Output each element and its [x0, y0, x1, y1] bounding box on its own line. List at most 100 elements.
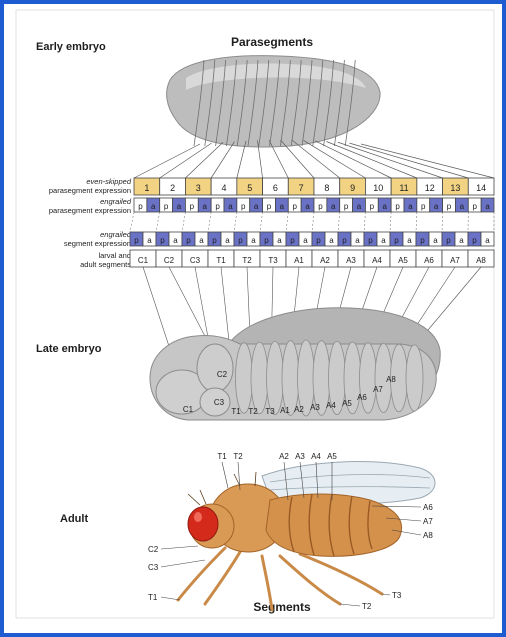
adult-label-top: T1: [217, 452, 227, 461]
adult-label-right: A8: [423, 531, 433, 540]
adult-label-left: T1: [148, 593, 158, 602]
late-embryo-segment: [360, 343, 377, 413]
letter-a: a: [277, 236, 282, 245]
letter-a: a: [305, 202, 310, 211]
letter-p: p: [290, 236, 295, 245]
adult-label-top: A2: [279, 452, 289, 461]
parasegment-number: 10: [373, 183, 383, 193]
adult-label-right: A7: [423, 517, 433, 526]
letter-a: a: [202, 202, 207, 211]
parasegment-number: 6: [273, 183, 278, 193]
parasegment-number: 9: [350, 183, 355, 193]
late-embryo-segment: [267, 341, 284, 414]
row-label-engrailed-para: engrailed: [100, 197, 132, 206]
adult-label-left: C2: [148, 545, 159, 554]
late-embryo-label: A8: [386, 375, 396, 384]
letter-a: a: [408, 202, 413, 211]
letter-a: a: [303, 236, 308, 245]
letter-p: p: [138, 202, 143, 211]
letter-a: a: [251, 236, 256, 245]
late-embryo-label: A2: [294, 405, 304, 414]
letter-p: p: [344, 202, 349, 211]
segment-name: T1: [216, 256, 226, 265]
parasegment-number: 12: [425, 183, 435, 193]
segment-name: C3: [190, 256, 201, 265]
row-label-segments: larval and: [98, 251, 131, 260]
letter-p: p: [134, 236, 139, 245]
late-embryo-segment: [236, 343, 253, 413]
letter-a: a: [177, 202, 182, 211]
segment-name: A6: [424, 256, 434, 265]
letter-p: p: [421, 202, 426, 211]
letter-p: p: [395, 202, 400, 211]
stage-label-late-embryo: Late embryo: [36, 343, 102, 355]
letter-a: a: [485, 236, 490, 245]
segment-name: C1: [138, 256, 149, 265]
letter-p: p: [472, 202, 477, 211]
late-embryo-label: A4: [326, 401, 336, 410]
segment-name: T2: [242, 256, 252, 265]
late-embryo-label: A6: [357, 393, 367, 402]
adult-label-top: A3: [295, 452, 305, 461]
fly-eye-highlight: [194, 512, 202, 522]
letter-a: a: [228, 202, 233, 211]
letter-a: a: [382, 202, 387, 211]
letter-p: p: [316, 236, 321, 245]
parasegment-number: 2: [170, 183, 175, 193]
letter-a: a: [357, 202, 362, 211]
row-label-segments-2: adult segments: [80, 260, 131, 269]
letter-a: a: [460, 202, 465, 211]
letter-p: p: [160, 236, 165, 245]
adult-label-top: A5: [327, 452, 337, 461]
row-label-engrailed-seg: engrailed: [100, 230, 132, 239]
letter-a: a: [434, 202, 439, 211]
segment-name: A3: [346, 256, 356, 265]
late-embryo-label: T2: [248, 407, 258, 416]
letter-p: p: [318, 202, 323, 211]
segment-name: C2: [164, 256, 175, 265]
letter-p: p: [186, 236, 191, 245]
letter-a: a: [329, 236, 334, 245]
letter-a: a: [151, 202, 156, 211]
adult-label-right: A6: [423, 503, 433, 512]
adult-label-bottom: T2: [362, 602, 372, 611]
letter-a: a: [280, 202, 285, 211]
row-label-engrailed-seg-2: segment expression: [64, 239, 131, 248]
late-embryo-label: A3: [310, 403, 320, 412]
late-embryo-label: C1: [183, 405, 194, 414]
parasegment-number: 14: [476, 183, 486, 193]
parasegment-number: 3: [196, 183, 201, 193]
letter-p: p: [420, 236, 425, 245]
parasegment-number: 4: [221, 183, 226, 193]
late-embryo-label: T3: [265, 407, 275, 416]
letter-a: a: [331, 202, 336, 211]
letter-a: a: [173, 236, 178, 245]
late-embryo-label: T1: [231, 407, 241, 416]
adult-label-bottom: T3: [392, 591, 402, 600]
letter-a: a: [199, 236, 204, 245]
late-embryo-segment: [406, 345, 423, 411]
parasegment-number: 11: [399, 183, 408, 193]
letter-p: p: [446, 236, 451, 245]
letter-p: p: [292, 202, 297, 211]
late-embryo-label: C2: [217, 370, 228, 379]
late-embryo-label: A7: [373, 385, 383, 394]
title-parasegments: Parasegments: [231, 35, 313, 49]
row-label-even-skipped: even-skipped: [86, 177, 131, 186]
parasegment-number: 5: [247, 183, 252, 193]
parasegment-number: 1: [144, 183, 149, 193]
letter-p: p: [241, 202, 246, 211]
late-embryo-label: A1: [280, 406, 290, 415]
segment-name: T3: [268, 256, 278, 265]
title-segments: Segments: [253, 600, 311, 614]
parasegment-number: 13: [450, 183, 460, 193]
adult-label-top: A4: [311, 452, 321, 461]
fly-eye: [188, 507, 218, 541]
letter-a: a: [485, 202, 490, 211]
letter-a: a: [407, 236, 412, 245]
letter-a: a: [433, 236, 438, 245]
